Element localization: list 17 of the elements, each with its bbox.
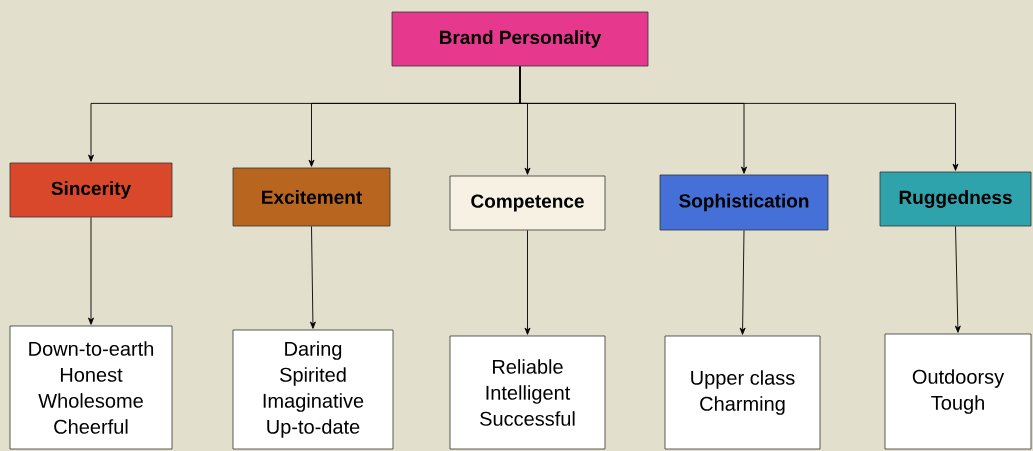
arrow — [519, 65, 959, 171]
arrow — [88, 216, 94, 325]
category-box: Ruggedness — [879, 171, 1032, 227]
trait-box: Down-to-earth Honest Wholesome Cheerful — [9, 325, 173, 450]
trait-box: Reliable Intelligent Successful — [449, 335, 606, 450]
category-box: Competence — [449, 175, 606, 231]
title-box: Brand Personality — [391, 11, 649, 67]
category-box: Sophistication — [659, 174, 829, 231]
trait-box: Outdoorsy Tough — [884, 333, 1032, 450]
category-box: Excitement — [232, 167, 391, 227]
arrow — [739, 229, 746, 335]
arrow — [524, 229, 531, 335]
arrow — [309, 225, 316, 329]
trait-box: Daring Spirited Imaginative Up-to-date — [232, 329, 394, 450]
arrow — [954, 225, 961, 333]
category-box: Sincerity — [9, 162, 173, 218]
trait-box: Upper class Charming — [664, 335, 821, 450]
